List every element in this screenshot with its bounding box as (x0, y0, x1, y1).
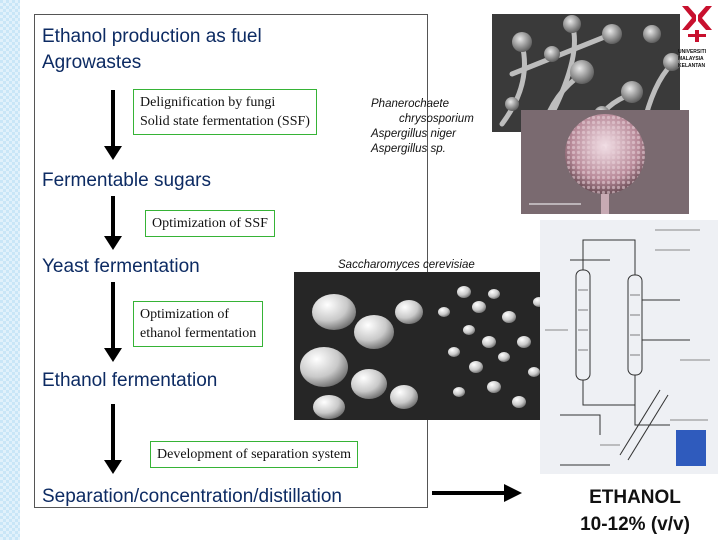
box-delignification-line2: Solid state fermentation (SSF) (140, 112, 310, 131)
ethanol-result: ETHANOL 10-12% (v/v) (560, 484, 710, 538)
fungi-species-3: Aspergillus sp. (371, 142, 474, 157)
fungi-species-1b: chrysosporium (371, 112, 474, 127)
box-optimization-ssf: Optimization of SSF (145, 210, 275, 237)
ethanol-title: ETHANOL (560, 484, 710, 511)
logo-line-3: KELANTAN (678, 63, 716, 70)
university-logo: UNIVERSITI MALAYSIA KELANTAN (678, 4, 716, 78)
stage-yeast-fermentation: Yeast fermentation (42, 254, 200, 280)
box-optimization-ethanol-line1: Optimization of (140, 305, 256, 324)
logo-line-1: UNIVERSITI (678, 49, 716, 56)
box-separation-system-text: Development of separation system (157, 445, 351, 464)
box-optimization-ethanol: Optimization of ethanol fermentation (133, 301, 263, 347)
box-delignification-line1: Delignification by fungi (140, 93, 310, 112)
logo-line-2: MALAYSIA (678, 56, 716, 63)
yeast-cells-image (294, 272, 552, 420)
box-separation-system: Development of separation system (150, 441, 358, 468)
aspergillus-conidiophore-image (521, 110, 689, 214)
box-delignification: Delignification by fungi Solid state fer… (133, 89, 317, 135)
stage-separation: Separation/concentration/distillation (42, 484, 342, 510)
fungi-species-1: Phanerochaete (371, 97, 474, 112)
decorative-stripe (0, 0, 20, 540)
fungi-species-label: Phanerochaete chrysosporium Aspergillus … (371, 97, 474, 157)
stage-fermentable-sugars: Fermentable sugars (42, 168, 211, 194)
fungi-species-2: Aspergillus niger (371, 127, 474, 142)
ethanol-concentration: 10-12% (v/v) (560, 511, 710, 538)
yeast-species-label: Saccharomyces cerevisiae (338, 258, 475, 273)
distillation-apparatus-diagram (540, 220, 718, 474)
box-optimization-ethanol-line2: ethanol fermentation (140, 324, 256, 343)
stage-title: Ethanol production as fuel (42, 24, 262, 50)
box-optimization-ssf-text: Optimization of SSF (152, 214, 268, 233)
stage-agrowastes: Agrowastes (42, 50, 141, 76)
stage-ethanol-fermentation: Ethanol fermentation (42, 368, 217, 394)
logo-emblem-icon (678, 4, 716, 44)
